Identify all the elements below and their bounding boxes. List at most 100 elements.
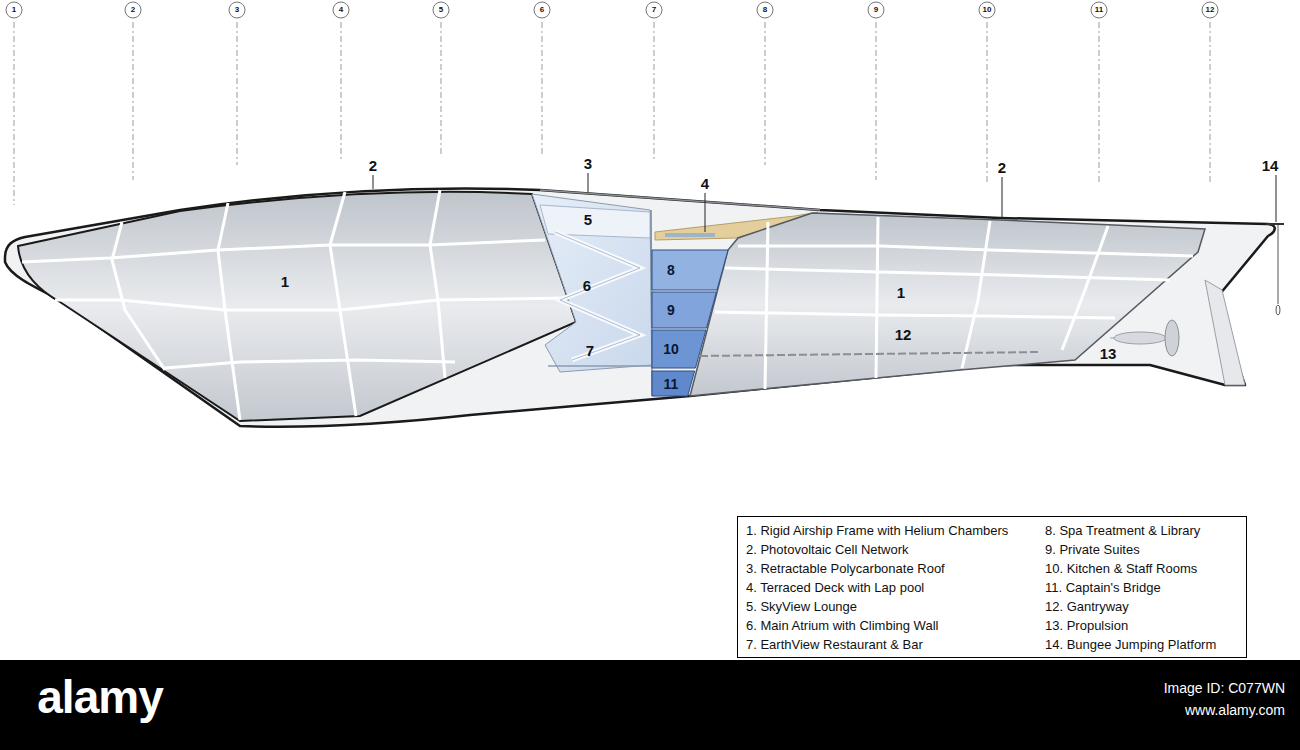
roof (540, 190, 820, 210)
compartment-label: 10 (652, 330, 690, 368)
compartment-shape (652, 330, 706, 368)
callout-number: 2 (998, 160, 1006, 175)
grid-number: 10 (983, 6, 992, 14)
helium-chambers (690, 213, 1205, 396)
gantryway (700, 352, 1040, 356)
callout-number: 6 (583, 278, 591, 293)
callout-number: 1 (281, 274, 289, 289)
image-id: Image ID: C077WN (1164, 681, 1285, 695)
legend-entry: 3. Retractable Polycarbonate Roof (746, 561, 945, 577)
helium-chambers (18, 192, 576, 421)
tail-fin (1205, 280, 1245, 385)
grid-marker: 4 (332, 1, 350, 19)
grid-number: 8 (763, 6, 767, 14)
deck-compartment: 8 (652, 250, 728, 290)
deck-compartment: 10 (652, 330, 706, 368)
legend-entry: 7. EarthView Restaurant & Bar (746, 637, 923, 653)
callout-number: 8 (667, 263, 675, 277)
stairs-edge (555, 232, 640, 360)
compartment-fill (652, 250, 728, 290)
grid-marker: 6 (533, 1, 551, 19)
legend-entry: 11. Captain's Bridge (1045, 580, 1161, 596)
legend-entry: 1. Rigid Airship Frame with Helium Chamb… (746, 523, 1008, 539)
callout-number: 13 (1100, 346, 1117, 361)
motor (1114, 332, 1166, 344)
watermark-logo: alamy (37, 674, 162, 720)
grid-number: 1 (12, 6, 16, 14)
grid-number: 6 (540, 6, 544, 14)
marker-ring (333, 2, 349, 18)
legend-entry: 14. Bungee Jumping Platform (1045, 637, 1216, 653)
callout-number: 3 (584, 156, 592, 171)
hull-outline (5, 188, 1275, 426)
callout-number: 14 (1262, 158, 1279, 173)
callout-number: 4 (701, 176, 709, 191)
deck-compartment: 11 (652, 371, 695, 396)
callout-number: 11 (664, 377, 679, 391)
marker-ring (757, 2, 773, 18)
grid-marker: 9 (867, 1, 885, 19)
callout-number: 7 (586, 343, 594, 358)
frame-ribs (22, 190, 568, 420)
stairs (555, 232, 640, 360)
grid-marker: 11 (1090, 1, 1108, 19)
legend-entry: 6. Main Atrium with Climbing Wall (746, 618, 938, 634)
deck-compartment: 9 (652, 292, 716, 328)
floor (548, 365, 652, 367)
grid-marker: 7 (645, 1, 663, 19)
compartment-label: 11 (652, 371, 690, 396)
callout-number: 2 (369, 158, 377, 173)
legend-box: 1. Rigid Airship Frame with Helium Chamb… (737, 516, 1247, 658)
legend-entry: 9. Private Suites (1045, 542, 1140, 558)
callout-number: 1 (897, 285, 905, 300)
grid-number: 7 (652, 6, 656, 14)
marker-ring (433, 2, 449, 18)
grid-lines (14, 22, 1210, 205)
grid-marker: 10 (978, 1, 996, 19)
legend-entry: 12. Gantryway (1045, 599, 1129, 615)
legend-entry: 4. Terraced Deck with Lap pool (746, 580, 924, 596)
frame-ribs (715, 217, 1193, 389)
footer-bar (0, 660, 1300, 750)
grid-number: 3 (235, 6, 239, 14)
grid-number: 4 (339, 6, 343, 14)
platform (1266, 223, 1284, 225)
marker-ring (229, 2, 245, 18)
marker-ring (1091, 2, 1107, 18)
leader-lines (373, 173, 1276, 232)
bungee-ring (1276, 305, 1280, 315)
callout-number: 5 (584, 212, 592, 227)
grid-marker: 1 (5, 1, 23, 19)
compartment-fill (652, 371, 695, 396)
marker-ring (534, 2, 550, 18)
marker-ring (868, 2, 884, 18)
grid-marker: 5 (432, 1, 450, 19)
grid-number: 5 (439, 6, 443, 14)
compartment-shape (652, 292, 716, 328)
callout-number: 9 (667, 303, 675, 317)
legend-entry: 13. Propulsion (1045, 618, 1128, 634)
marker-ring (1202, 2, 1218, 18)
legend-entry: 8. Spa Treatment & Library (1045, 523, 1200, 539)
compartment-label: 9 (652, 292, 690, 328)
grid-number: 11 (1095, 6, 1103, 14)
site-url: www.alamy.com (1185, 703, 1285, 717)
grid-number: 9 (874, 6, 878, 14)
grid-marker: 12 (1201, 1, 1219, 19)
marker-ring (979, 2, 995, 18)
lap-pool (665, 233, 715, 237)
marker-ring (6, 2, 22, 18)
compartment-label: 8 (652, 250, 690, 290)
legend-entry: 5. SkyView Lounge (746, 599, 857, 615)
callout-number: 10 (663, 342, 679, 356)
propeller (1165, 320, 1179, 356)
marker-ring (646, 2, 662, 18)
legend-entry: 2. Photovoltaic Cell Network (746, 542, 909, 558)
grid-marker: 3 (228, 1, 246, 19)
grid-marker: 2 (124, 1, 142, 19)
grid-number: 2 (131, 6, 135, 14)
atrium (532, 194, 652, 372)
callout-number: 12 (895, 327, 912, 342)
grid-marker: 8 (756, 1, 774, 19)
bungee-cord (1278, 225, 1279, 304)
